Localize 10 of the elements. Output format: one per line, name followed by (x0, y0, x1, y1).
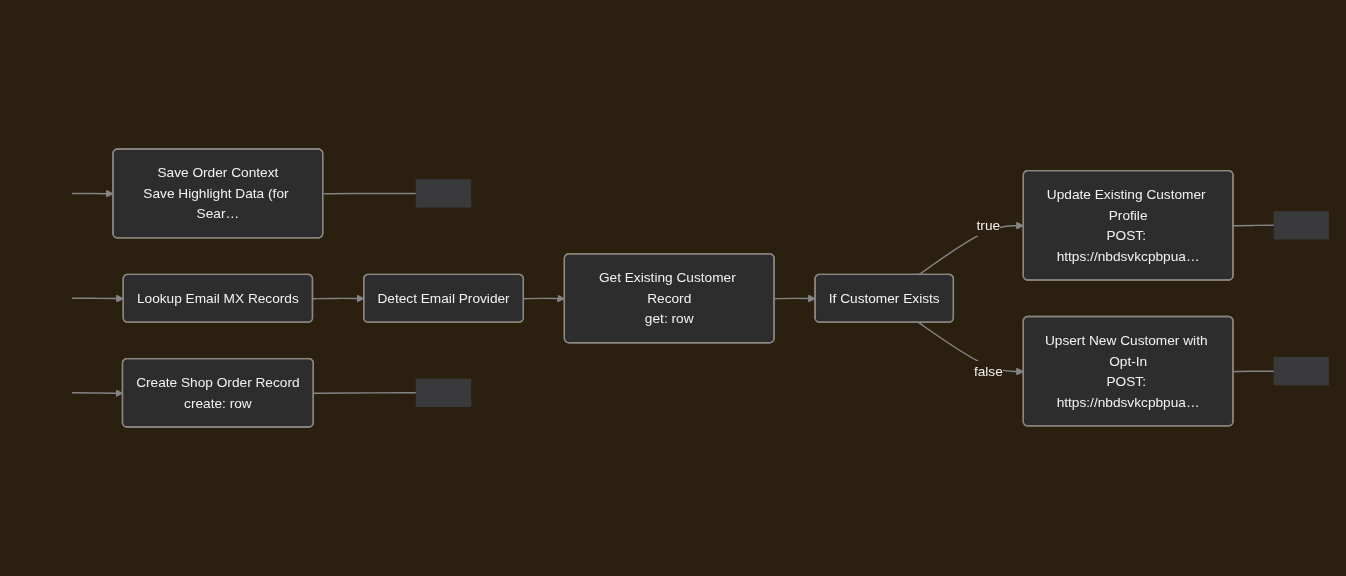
node-box (415, 179, 472, 208)
edge-label: false (973, 362, 1003, 379)
edge-label: true (976, 216, 1001, 233)
arrow (71, 189, 114, 198)
connector (322, 192, 417, 195)
node-box (1273, 357, 1330, 386)
connector (1232, 224, 1275, 227)
connector (1232, 370, 1275, 373)
node-box (415, 378, 472, 407)
node-box (1273, 211, 1330, 240)
